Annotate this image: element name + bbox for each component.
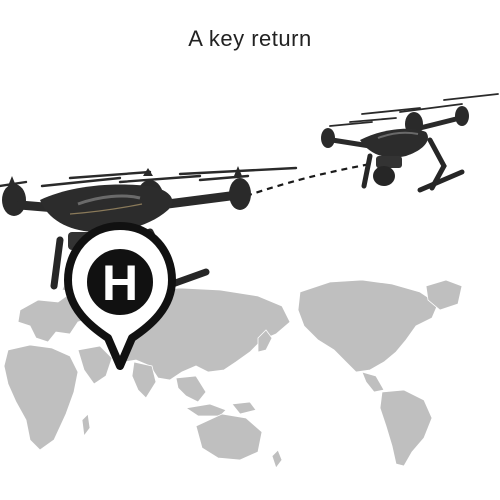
map-new-guinea bbox=[231, 401, 257, 415]
map-south-america bbox=[379, 389, 433, 467]
home-pin-letter: H bbox=[102, 255, 138, 311]
map-new-zealand bbox=[271, 449, 283, 469]
dashed-flight-path bbox=[245, 162, 371, 198]
world-map bbox=[3, 267, 463, 469]
map-indonesia bbox=[184, 403, 227, 417]
map-australia bbox=[195, 413, 263, 461]
drone-large-rotors bbox=[0, 166, 298, 188]
map-arabia bbox=[77, 345, 113, 385]
map-central-america bbox=[361, 371, 385, 393]
map-greenland bbox=[425, 279, 463, 311]
map-madagascar bbox=[81, 413, 91, 438]
map-japan bbox=[257, 329, 273, 353]
caption-title: A key return bbox=[188, 26, 312, 51]
map-africa bbox=[3, 344, 79, 451]
map-north-america bbox=[297, 279, 439, 373]
home-pin-icon: H bbox=[64, 222, 176, 370]
map-se-asia bbox=[175, 375, 207, 403]
map-india bbox=[131, 361, 157, 399]
drone-small bbox=[321, 93, 499, 193]
